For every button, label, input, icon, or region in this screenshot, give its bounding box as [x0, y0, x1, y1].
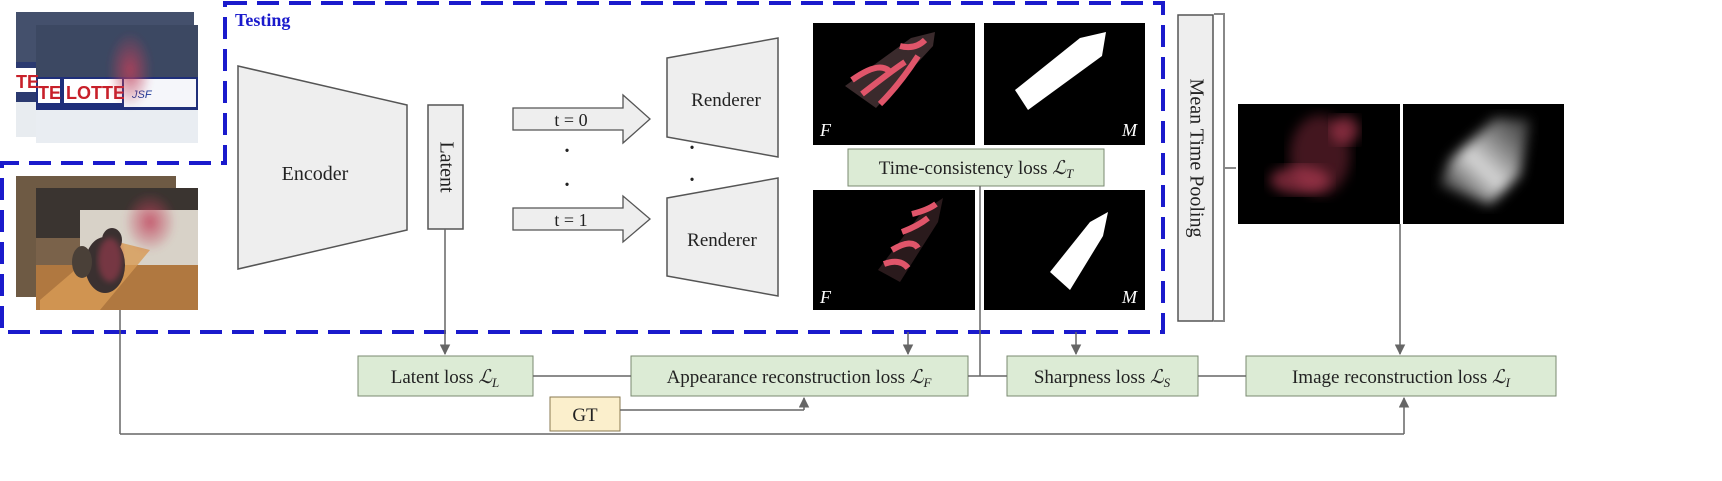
time-consistency-loss-label: Time-consistency loss ℒT: [879, 158, 1074, 181]
renderer-top-label: Renderer: [691, 90, 761, 111]
mean-time-pooling-label: Mean Time Pooling: [1185, 79, 1207, 238]
t0-label: t = 0: [554, 110, 587, 130]
m-label: M: [1121, 120, 1138, 140]
sharpness-loss-box: [1006, 355, 1199, 397]
t1-label: t = 1: [554, 210, 587, 230]
encoder-label: Encoder: [282, 163, 349, 185]
latent-label: Latent: [435, 141, 457, 193]
m-image-top: M: [984, 23, 1145, 145]
dot: ·: [562, 136, 571, 167]
dot: ·: [687, 165, 696, 196]
f-label: F: [819, 287, 832, 307]
gt-box: [549, 396, 621, 432]
input-image-skating: TE TE LOTTE JSF: [14, 12, 198, 143]
testing-region-border: [0, 1, 1165, 334]
image-loss-label: Image reconstruction loss ℒI: [1292, 367, 1511, 390]
thumb-te-text: TE: [16, 72, 39, 92]
connectors: [119, 186, 1410, 435]
sharpness-loss-label: Sharpness loss ℒS: [1034, 367, 1171, 390]
dot: ·: [687, 133, 696, 164]
thumb-lotte-text: LOTTE: [66, 83, 125, 103]
mean-time-pooling-block: [1177, 14, 1214, 322]
encoder-block: [237, 65, 408, 270]
dot: ·: [562, 170, 571, 201]
input-image-cat: [16, 176, 198, 310]
t1-arrow: [512, 194, 652, 244]
t0-arrow: [512, 93, 651, 145]
appearance-loss-label: Appearance reconstruction loss ℒF: [667, 367, 933, 390]
gt-label: GT: [572, 405, 598, 426]
m-image-bottom: M: [984, 190, 1145, 310]
pooled-f-image: [1238, 104, 1400, 224]
renderer-bottom-label: Renderer: [687, 230, 757, 251]
f-label: F: [819, 120, 832, 140]
latent-loss-label: Latent loss ℒL: [391, 367, 500, 390]
renderer-bottom-block: [666, 177, 779, 297]
m-label: M: [1121, 287, 1138, 307]
time-consistency-loss-box: [847, 148, 1105, 187]
image-loss-box: [1245, 355, 1557, 397]
renderer-top-block: [666, 37, 779, 158]
latent-block: [427, 104, 464, 230]
latent-loss-box: [357, 355, 534, 397]
testing-label: Testing: [235, 10, 290, 30]
pooling-bracket: [1214, 13, 1236, 322]
thumb-te-text-2: TE: [38, 83, 61, 103]
pooled-m-image: [1403, 104, 1564, 224]
f-image-top: F: [813, 23, 975, 145]
f-image-bottom: F: [813, 190, 975, 310]
